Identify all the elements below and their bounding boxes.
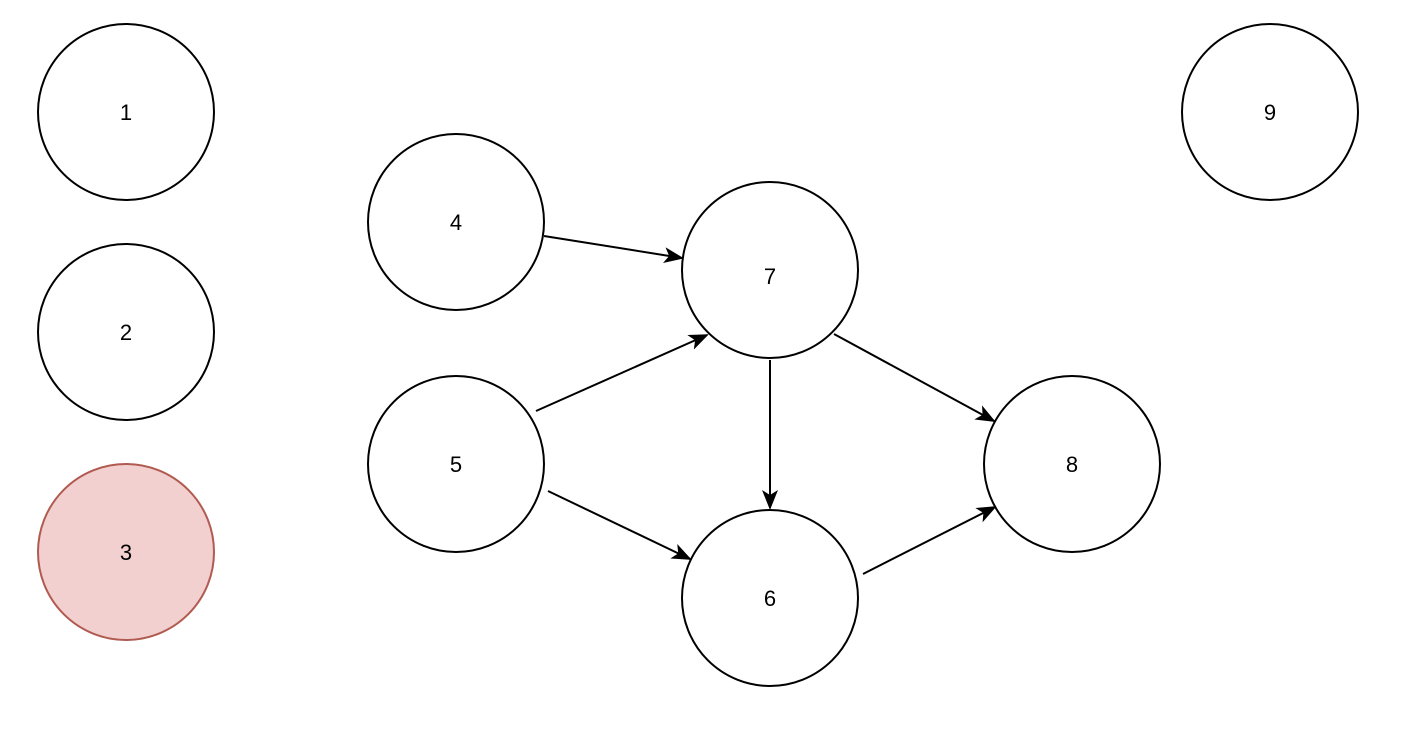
node-7-circle (681, 181, 859, 359)
node-6[interactable]: 6 (681, 509, 859, 687)
node-2-circle (37, 243, 215, 421)
node-1[interactable]: 1 (37, 23, 215, 201)
node-8[interactable]: 8 (983, 375, 1161, 553)
node-8-circle (983, 375, 1161, 553)
edge-5-to-6 (547, 490, 692, 560)
node-4-circle (367, 133, 545, 311)
node-1-circle (37, 23, 215, 201)
node-5-circle (367, 375, 545, 553)
edge-7-to-8 (833, 333, 996, 422)
node-3[interactable]: 3 (37, 463, 215, 641)
node-6-label: 6 (764, 586, 776, 611)
node-4-label: 4 (450, 210, 462, 235)
node-8-label: 8 (1066, 452, 1078, 477)
edge-4-to-7 (543, 235, 684, 264)
node-9-circle (1181, 23, 1359, 201)
node-2-label: 2 (120, 320, 132, 345)
edges (535, 235, 997, 575)
node-5[interactable]: 5 (367, 375, 545, 553)
node-5-label: 5 (450, 452, 462, 477)
node-6-circle (681, 509, 859, 687)
node-9[interactable]: 9 (1181, 23, 1359, 201)
node-2[interactable]: 2 (37, 243, 215, 421)
node-7[interactable]: 7 (681, 181, 859, 359)
node-4[interactable]: 4 (367, 133, 545, 311)
node-7-label: 7 (764, 264, 776, 289)
node-1-label: 1 (120, 100, 132, 125)
edge-5-to-7 (535, 334, 709, 412)
node-9-label: 9 (1264, 100, 1276, 125)
node-3-circle (37, 463, 215, 641)
node-3-label: 3 (120, 540, 132, 565)
edge-6-to-8 (862, 506, 997, 575)
